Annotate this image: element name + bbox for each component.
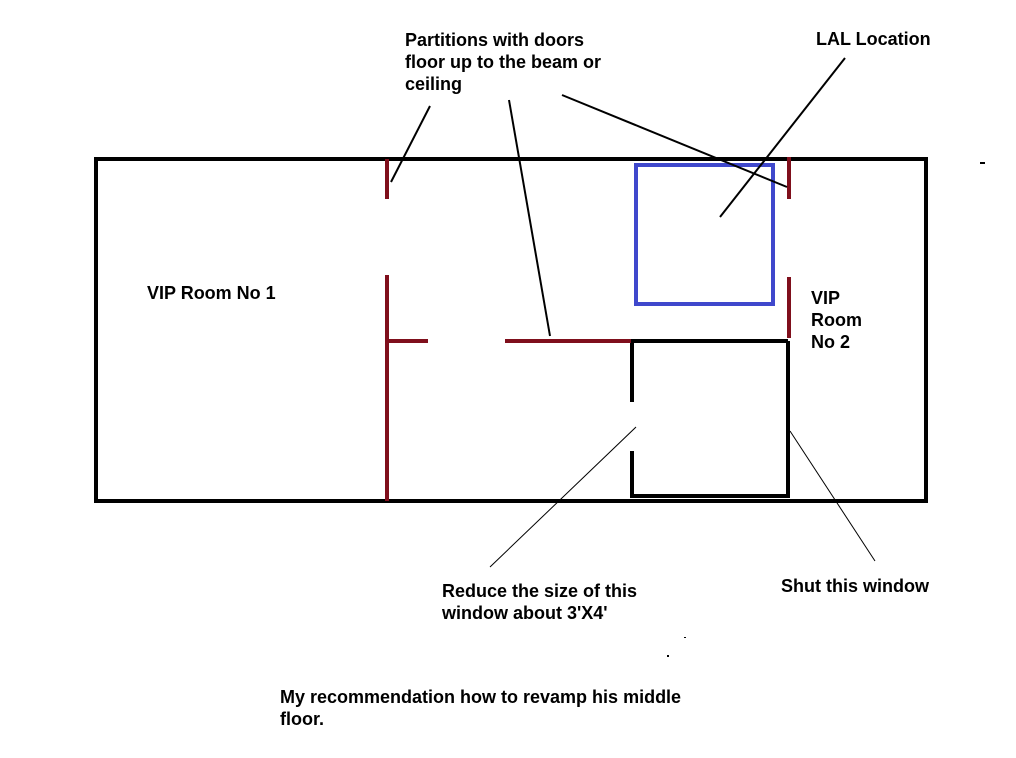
- partitions-label-line1: Partitions with doors: [405, 30, 585, 50]
- vip-room-2-label-line2: Room: [811, 310, 862, 330]
- leader-shut-window: [789, 430, 876, 562]
- vip-room-2-label-line1: VIP: [811, 288, 841, 308]
- lal-location-label: LAL Location: [816, 29, 931, 49]
- vip-room-1-label: VIP Room No 1: [147, 283, 276, 303]
- vip-room-2-label-line3: No 2: [811, 332, 851, 352]
- stray-dot-2: [667, 655, 669, 657]
- leader-reduce-window: [489, 426, 637, 568]
- leader-lal-location: [719, 57, 846, 218]
- reduce-window-label-line1: Reduce the size of this: [442, 581, 638, 601]
- building-outline: [94, 157, 928, 503]
- partitions-label-line3: ceiling: [405, 74, 463, 94]
- reduce-window-label-line2: window about 3'X4': [442, 603, 608, 623]
- recommendation-caption-line2: floor.: [280, 709, 324, 729]
- shut-window-label: Shut this window: [781, 576, 929, 596]
- leader-partitions-to-right-wall: [561, 94, 788, 188]
- partitions-label-line2: floor up to the beam or: [405, 52, 601, 72]
- leader-partitions-to-horizontal-wall: [508, 99, 551, 337]
- stray-dot-1: [684, 637, 686, 638]
- leader-partitions-to-left-wall: [390, 105, 431, 183]
- lal-location-box: [634, 163, 775, 306]
- recommendation-caption-line1: My recommendation how to revamp his midd…: [280, 687, 682, 707]
